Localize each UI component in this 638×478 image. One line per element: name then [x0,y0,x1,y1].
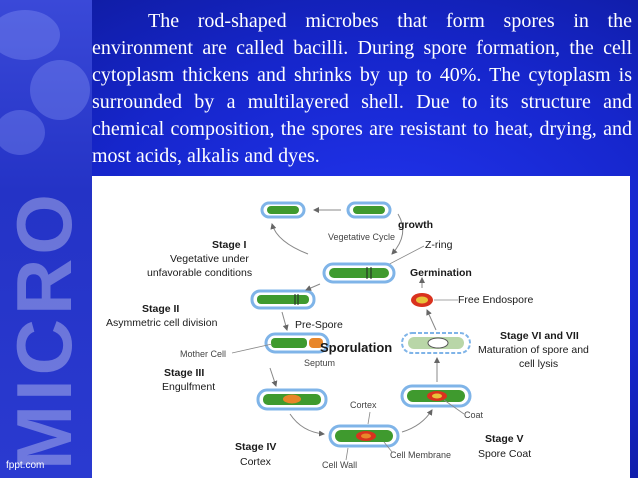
label-free-endospore: Free Endospore [458,294,533,306]
pointer-line [383,441,393,453]
arrow [391,213,404,255]
label-mother-cell: Mother Cell [180,349,226,359]
label-coat: Coat [464,410,484,420]
stage2-title: Stage II [142,303,179,315]
arrow [401,409,433,433]
decorative-bubble [0,10,60,60]
label-septum: Septum [304,358,335,368]
label-germination: Germination [410,267,472,279]
cell-top-left [260,201,306,219]
label-sporulation: Sporulation [320,340,392,355]
stage1-line2: unfavorable conditions [147,267,252,279]
stage67-line2: cell lysis [519,358,558,370]
label-cell-membrane: Cell Membrane [390,450,451,460]
decorative-bubble [0,110,45,155]
cell-stage6-7 [401,332,471,354]
stage4-title: Stage IV [235,441,276,453]
arrow [270,223,309,255]
stage5-title: Stage V [485,433,524,445]
stage2-desc: Asymmetric cell division [106,317,218,329]
stage4-desc: Cortex [240,456,272,468]
stage67-line1: Maturation of spore and [478,344,589,356]
cell-stage4 [328,424,400,448]
label-cell-wall: Cell Wall [322,460,357,470]
micro-watermark: MICRO [0,190,88,470]
label-z-ring: Z-ring [425,239,453,251]
label-cortex: Cortex [350,400,377,410]
left-decorative-strip: MICRO [0,0,92,478]
label-growth: growth [398,219,433,231]
sporulation-diagram: growth Vegetative Cycle Z-ring Stage I V… [92,176,630,478]
stage1-line1: Vegetative under [170,253,249,265]
cell-stage2 [250,289,316,310]
arrow [289,413,325,437]
stage67-title: Stage VI and VII [500,330,579,342]
stage5-desc: Spore Coat [478,448,531,460]
stage3-title: Stage III [164,367,204,379]
cell-pre-spore [264,332,330,354]
footer-brand: fppt.com [6,460,45,471]
label-pre-spore: Pre-Spore [295,319,343,331]
free-endospore [411,293,433,307]
arrow [426,309,437,331]
arrow [269,367,278,387]
pointer-line [345,447,349,461]
pointer-line [443,399,465,415]
pointer-line [367,411,371,425]
cell-stage3 [256,388,328,411]
arrow [281,311,289,331]
cell-stage5 [400,384,472,408]
stage3-desc: Engulfment [162,381,215,393]
pointer-line [231,343,273,354]
decorative-bubble [30,60,90,120]
arrow [305,283,321,291]
sporulation-diagram-svg: growth Vegetative Cycle Z-ring Stage I V… [106,201,589,470]
label-vegetative-cycle: Vegetative Cycle [328,232,395,242]
cell-top-right [346,201,392,219]
cell-dividing [322,262,396,284]
body-paragraph: The rod-shaped microbes that form spores… [92,10,632,167]
stage1-title: Stage I [212,239,247,251]
